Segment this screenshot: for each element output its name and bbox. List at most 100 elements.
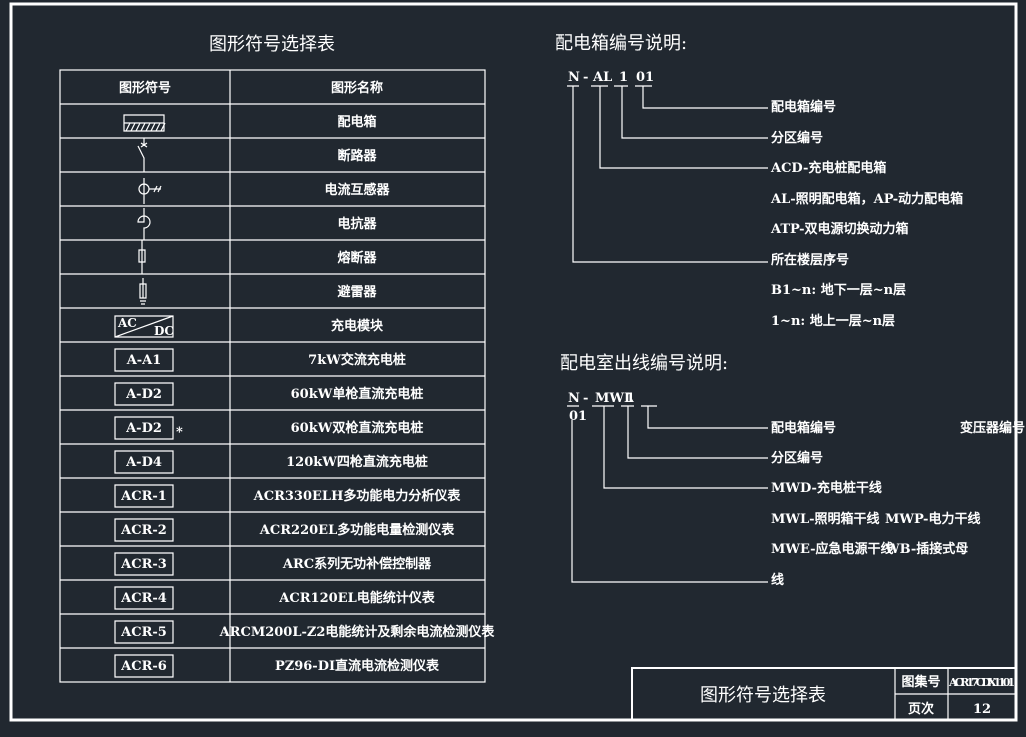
symbol-name: 断路器: [337, 148, 377, 164]
symbol-code: ACR-2: [120, 523, 167, 538]
outlet-numbering-title: 配电室出线编号说明:: [560, 353, 728, 374]
box-numbering-section: 配电箱编号说明: N - AL 1 01 配电箱编号 分区编号 ACD-充电桩配…: [555, 33, 963, 329]
box-icon: A-D2 *: [114, 416, 183, 440]
box-icon: ACR-2: [114, 518, 174, 542]
desc-line: B1~n: 地下一层~n层: [771, 282, 906, 298]
outlet-numbering-section: 配电室出线编号说明: N - MWL 1 01 配电箱编号 变压器编号 分区编号…: [560, 353, 1025, 588]
desc-line: AL-照明配电箱，AP-动力配电箱: [770, 191, 963, 207]
table-row: AC DC 充电模块: [60, 307, 485, 338]
symbol-name: ACR220EL多功能电量检测仪表: [259, 522, 455, 538]
desc-line: 配电箱编号: [771, 99, 836, 115]
symbol-code: ACR-5: [120, 625, 167, 640]
desc-line: 所在楼层序号: [771, 252, 849, 268]
table-row: ACR-4 ACR120EL电能统计仪表: [60, 579, 485, 610]
table-row: A-D4 120kW四枪直流充电桩: [60, 443, 485, 474]
symbol-name: 120kW四枪直流充电桩: [286, 454, 428, 470]
symbol-name: 充电模块: [331, 318, 384, 334]
symbol-name: ARCM200L-Z2电能统计及剩余电流检测仪表: [219, 624, 496, 640]
code-part: -: [583, 391, 588, 406]
box-icon: A-D2: [114, 382, 174, 406]
box-icon: ACR-4: [114, 586, 174, 610]
leader-lines: [571, 406, 768, 583]
table-row: ACR-2 ACR220EL多功能电量检测仪表: [60, 511, 485, 542]
atlas-label: 图集号: [901, 674, 940, 690]
desc-line: ATP-双电源切换动力箱: [770, 221, 909, 237]
table-row: 熔断器: [60, 239, 485, 274]
surge-arrester-icon: [139, 278, 147, 305]
symbol-code: ACR-3: [120, 557, 167, 572]
symbol-code: ACR-6: [120, 659, 167, 674]
symbol-name: 熔断器: [337, 250, 377, 266]
code-part: 1: [619, 70, 628, 85]
symbol-name: 电流互感器: [324, 182, 390, 198]
desc-line: MWD-充电桩干线: [771, 480, 882, 496]
code-part: 01: [636, 70, 654, 85]
table-row: 电抗器: [60, 205, 485, 240]
box-icon: ACR-3: [114, 552, 174, 576]
table-row: ACR-5 ARCM200L-Z2电能统计及剩余电流检测仪表: [60, 613, 496, 644]
desc-line: 线: [771, 572, 784, 588]
symbol-name: 避雷器: [337, 284, 377, 300]
box-numbering-title: 配电箱编号说明:: [555, 33, 687, 54]
table-row: 电流互感器: [60, 171, 485, 204]
charging-module-icon: AC DC: [114, 315, 174, 338]
box-icon: ACR-1: [114, 484, 174, 508]
symbol-name: 电抗器: [337, 216, 377, 232]
box-icon: A-A1: [114, 348, 174, 372]
symbol-code: A-D4: [125, 455, 162, 470]
symbol-code: ACR-4: [120, 591, 167, 606]
desc-line: 1~n: 地上一层~n层: [771, 313, 895, 329]
box-icon: ACR-6: [114, 654, 174, 678]
symbol-code: A-D2: [125, 421, 162, 436]
code-part: MWL: [595, 391, 633, 406]
symbol-code: A-D2: [125, 387, 162, 402]
symbol-name: PZ96-DI直流电流检测仪表: [275, 658, 440, 674]
code-part: 01: [569, 409, 587, 424]
symbol-name: ACR120EL电能统计仪表: [278, 590, 435, 606]
atlas-value: ACR17CDX1101: [948, 676, 1015, 689]
ac-label: AC: [117, 316, 137, 330]
table-row: A-D2 * 60kW双枪直流充电桩: [60, 409, 485, 440]
drawing-title: 图形符号选择表: [700, 685, 826, 706]
desc-line: 分区编号: [771, 450, 823, 466]
symbol-name: ARC系列无功补偿控制器: [282, 556, 432, 572]
table-row: ACR-1 ACR330ELH多功能电力分析仪表: [60, 477, 485, 508]
header-name: 图形名称: [331, 80, 383, 96]
desc-line: WB-插接式母: [884, 541, 968, 557]
current-transformer-icon: [138, 178, 162, 204]
reactor-icon: [137, 208, 151, 240]
desc-line: ACD-充电桩配电箱: [770, 160, 886, 176]
leader-lines: [572, 86, 768, 263]
drawing-frame: [9, 2, 1018, 722]
box-icon: A-D4: [114, 450, 174, 474]
code-part: 1: [626, 391, 635, 406]
asterisk-mark: *: [176, 425, 183, 440]
desc-line: MWL-照明箱干线: [771, 511, 880, 527]
desc-line: 配电箱编号: [771, 420, 836, 436]
table-row: ACR-3 ARC系列无功补偿控制器: [60, 545, 485, 576]
symbol-name: 配电箱: [337, 114, 376, 130]
page-label: 页次: [908, 701, 934, 717]
transformer-number-label: 变压器编号: [960, 420, 1025, 436]
page-value: 12: [973, 702, 991, 717]
code-part: N: [568, 70, 580, 85]
dc-label: DC: [154, 324, 174, 338]
symbol-code: A-A1: [126, 353, 162, 368]
title-block-dividers: [894, 668, 1016, 720]
symbol-name: 60kW双枪直流充电桩: [291, 420, 424, 436]
code-part: N: [568, 391, 580, 406]
code-part: AL: [592, 70, 612, 85]
symbol-name: 7kW交流充电桩: [308, 352, 406, 368]
header-symbol: 图形符号: [119, 80, 171, 96]
desc-line: 分区编号: [771, 130, 823, 146]
symbol-name: ACR330ELH多功能电力分析仪表: [253, 488, 462, 504]
desc-line: MWP-电力干线: [885, 511, 980, 527]
table-row: ACR-6 PZ96-DI直流电流检测仪表: [60, 647, 485, 678]
desc-line: MWE-应急电源干线: [771, 541, 894, 557]
distribution-box-icon: [123, 114, 166, 132]
table-title: 图形符号选择表: [209, 34, 335, 55]
table-row: 避雷器: [60, 273, 485, 305]
